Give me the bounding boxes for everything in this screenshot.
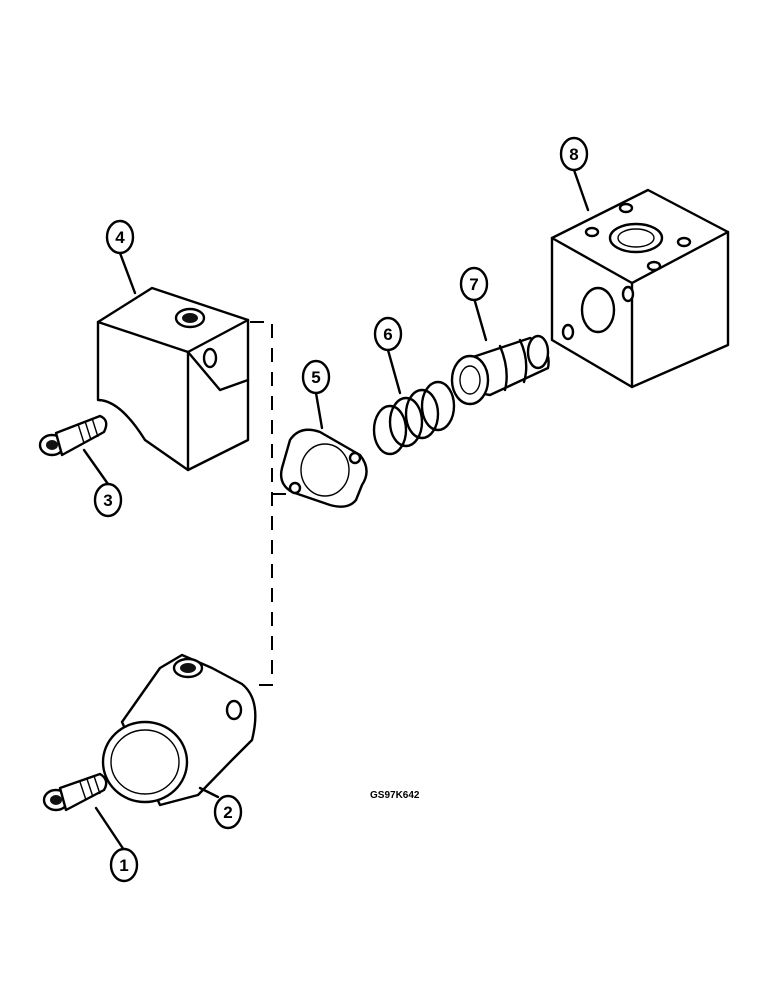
alignment-dashed-lines [250,321,290,686]
part-8-valve-body [550,188,730,389]
part-5-gasket [279,428,368,508]
callout-1: 1 [109,847,139,883]
part-4-housing-block [96,286,250,472]
callout-6: 6 [373,316,403,352]
part-3-cap-screw [38,414,108,457]
callout-3: 3 [93,482,123,518]
part-2-elbow-cover [101,653,257,807]
callout-8-label: 8 [569,145,578,164]
part-1-cap-screw [42,772,108,812]
part-7-spool [450,334,550,406]
callout-2-label: 2 [223,803,232,822]
callout-5: 5 [301,359,331,395]
callout-1-label: 1 [119,856,128,875]
part-6-spring [372,380,456,456]
leader-lines [82,168,590,852]
callout-5-label: 5 [311,368,320,387]
callout-4: 4 [105,219,135,255]
reference-code: GS97K642 [370,790,420,801]
callout-2: 2 [213,794,243,830]
callout-8: 8 [559,136,589,172]
callout-4-label: 4 [115,228,125,247]
callout-3-label: 3 [103,491,112,510]
callout-7: 7 [459,266,489,302]
callout-7-label: 7 [469,275,478,294]
callout-6-label: 6 [383,325,392,344]
